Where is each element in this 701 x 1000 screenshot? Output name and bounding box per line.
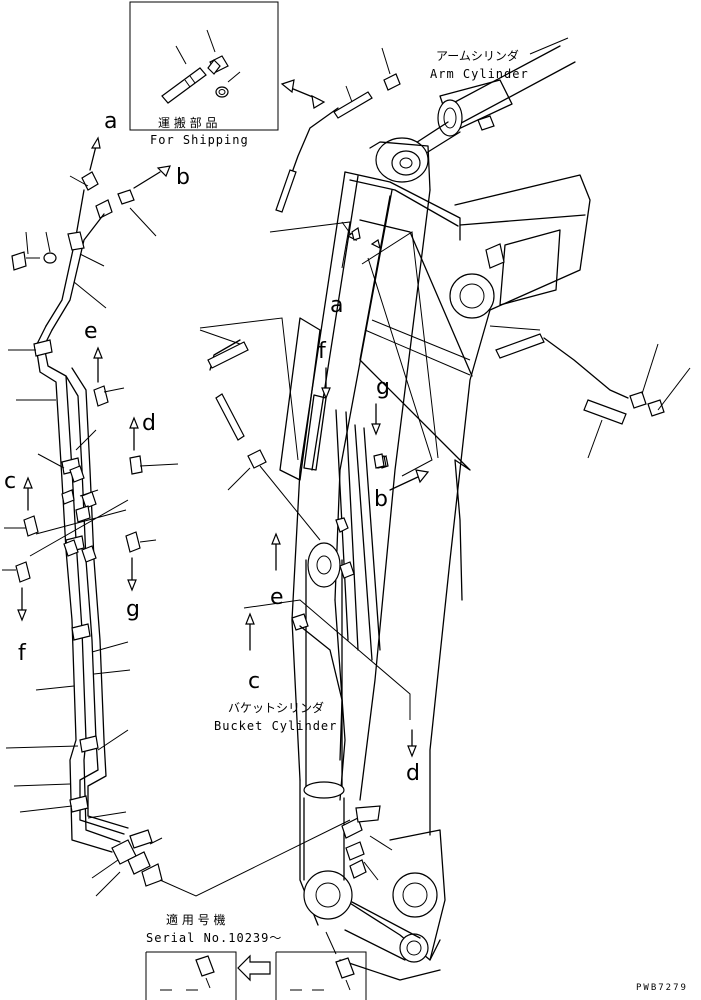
callout-b-left: b xyxy=(176,165,190,190)
bucket-cylinder-label-en: Bucket Cylinder xyxy=(214,719,337,733)
callout-b-center: b xyxy=(374,487,388,512)
callout-g-center: g xyxy=(376,375,390,400)
arm-cylinder-label-jp: アームシリンダ xyxy=(436,48,519,63)
callout-e-center: e xyxy=(270,585,284,610)
shipping-elbow-fitting xyxy=(207,55,229,75)
shipping-label-en: For Shipping xyxy=(150,133,249,147)
shipping-parts-inset: 運 搬 部 品 For Shipping xyxy=(129,1,279,147)
arm-body-upper xyxy=(449,174,591,319)
arm-foot-grease-hose xyxy=(489,325,691,459)
drawing-code: PWB7279 xyxy=(636,983,688,993)
shipping-label-jp: 運 搬 部 品 xyxy=(158,115,217,130)
bucket-grease-hose-center xyxy=(199,317,343,761)
serial-inset: 適 用 号 機 Serial No.10239～ xyxy=(145,912,367,1000)
arm-structure xyxy=(279,137,491,981)
callout-a-center: a xyxy=(330,293,343,318)
shipping-relation-arrow xyxy=(280,79,326,109)
callout-g-left: g xyxy=(126,597,140,622)
arm-cylinder-grease-hose xyxy=(269,47,401,269)
arm-cylinder: アームシリンダ Arm Cylinder xyxy=(404,37,576,161)
shipping-nut xyxy=(215,86,229,98)
callout-c-left: c xyxy=(4,469,16,494)
left-piping-assembly xyxy=(4,171,351,897)
serial-label-jp: 適 用 号 機 xyxy=(166,912,225,927)
callout-d-center: d xyxy=(406,761,420,786)
callout-a-left: a xyxy=(104,109,117,134)
center-callouts-ecd: e c d xyxy=(243,532,420,786)
shipping-hose-fitting xyxy=(161,67,207,104)
callout-f-left: f xyxy=(18,641,27,666)
callout-f-center: f xyxy=(318,339,327,364)
arm-grease-fittings xyxy=(335,227,393,881)
arm-cylinder-label-en: Arm Cylinder xyxy=(430,67,529,81)
callout-e-left: e xyxy=(84,319,98,344)
callout-c-center: c xyxy=(248,669,260,694)
bucket-cylinder-label-jp: バケットシリンダ xyxy=(228,700,324,715)
bucket-cylinder: バケットシリンダ Bucket Cylinder xyxy=(214,542,345,881)
center-callouts-upper: a b xyxy=(330,221,439,512)
center-callouts-fg: f g xyxy=(318,339,390,469)
serial-label-en: Serial No.10239～ xyxy=(146,931,282,945)
callout-d-left: d xyxy=(142,411,156,436)
left-grease-nipples: e d g c f a b xyxy=(2,109,190,666)
